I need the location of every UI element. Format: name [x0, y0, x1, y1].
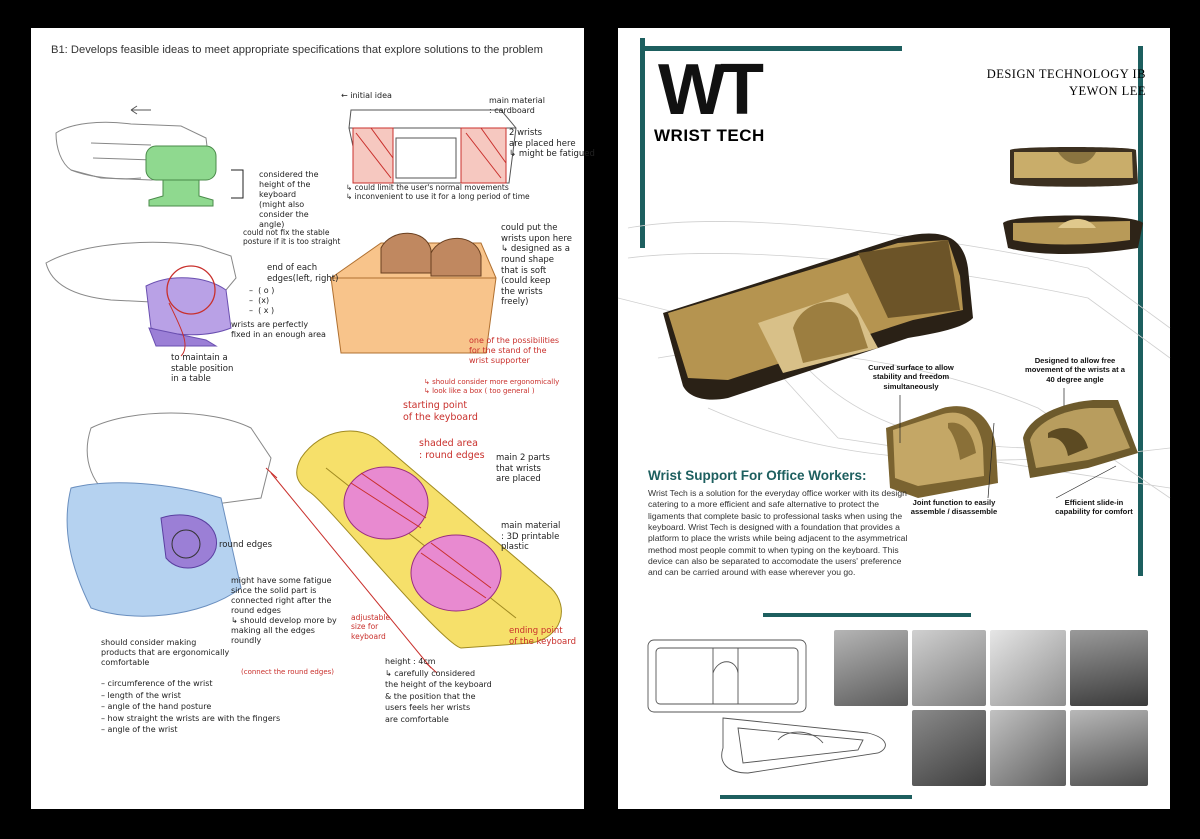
note-list: – circumference of the wrist – length of…: [101, 679, 281, 735]
yellow-support-sketch: [265, 430, 562, 674]
note-could-limit: ↳ could limit the user's normal movement…: [346, 183, 530, 202]
note-two-wrists: 2 wrists are placed here ↳ might be fati…: [509, 128, 595, 160]
photo-prototype-3: [990, 630, 1066, 706]
orange-stand-sketch: [330, 232, 497, 354]
annotation-lines: [899, 388, 1117, 499]
line-drawing-top-view: [647, 639, 807, 713]
presentation-graphics: [617, 38, 1171, 799]
accent-bar-vertical-left: [640, 38, 645, 248]
note-height: height : 4cm ↳ carefully considered the …: [385, 657, 492, 724]
photo-hands-typing-2: [1070, 710, 1148, 786]
note-considered-height: considered the height of the keyboard (m…: [259, 170, 319, 229]
joint-piece-left: [886, 406, 998, 498]
product-view-top: [1010, 147, 1138, 187]
photo-prototype-2: [912, 630, 986, 706]
label-designed: Designed to allow free movement of the w…: [1024, 356, 1125, 384]
note-initial-idea: ← initial idea: [341, 91, 392, 100]
brand-name: WRIST TECH: [654, 126, 765, 145]
note-connect-round-edges: (connect the round edges): [241, 668, 334, 676]
course-author: DESIGN TECHNOLOGY IB YEWON LEE: [987, 66, 1146, 100]
label-curved: Curved surface to allow stability and fr…: [868, 363, 954, 391]
course-title: DESIGN TECHNOLOGY IB: [986, 67, 1146, 81]
note-to-maintain: to maintain a stable position in a table: [171, 353, 234, 385]
note-wrists-perfectly: wrists are perfectly fixed in an enough …: [231, 320, 326, 339]
label-joint: Joint function to easily assemble / disa…: [910, 498, 998, 517]
photo-hands-typing-1: [1070, 630, 1148, 706]
note-should-consider-ergonomically: ↳ should consider more ergonomically ↳ l…: [424, 378, 560, 395]
accent-bar-vertical-right: [1138, 46, 1143, 576]
note-main-material-3d: main material : 3D printable plastic: [501, 521, 561, 553]
photo-prototype-1: [834, 630, 908, 706]
cardboard-box-sketch: [348, 109, 517, 184]
note-main-two-parts: main 2 parts that wrists are placed: [496, 453, 550, 485]
sketch-page: B1: Develops feasible ideas to meet appr…: [31, 28, 595, 809]
note-adjustable-size: adjustable size for keyboard: [351, 613, 391, 641]
author-name: YEWON LEE: [1068, 83, 1146, 98]
accent-bar-top: [640, 46, 902, 51]
green-stand-sketch: [145, 145, 244, 207]
note-round-edges: round edges: [219, 540, 273, 550]
main-product-render: [663, 233, 973, 400]
note-end-of-each: end of each edges(left, right): [267, 263, 339, 284]
section-title: Wrist Support For Office Workers:: [648, 468, 867, 483]
description: Wrist Tech is a solution for the everyda…: [648, 488, 908, 578]
note-ending-point: ending point of the keyboard: [509, 626, 576, 647]
accent-bar-bottom: [720, 795, 912, 799]
joint-piece-right: [1023, 400, 1138, 478]
photo-prototype-5: [990, 710, 1066, 786]
label-slide: Efficient slide-in capability for comfor…: [1055, 498, 1133, 517]
note-could-not-fix: could not fix the stable posture if it i…: [243, 228, 341, 247]
note-could-put: could put the wrists upon here ↳ designe…: [501, 223, 572, 308]
note-shaded-area: shaded area : round edges: [419, 438, 485, 461]
note-main-material-cardboard: main material : cardboard: [489, 96, 545, 115]
note-starting-point: starting point of the keyboard: [403, 400, 478, 423]
presentation-page: WT WRIST TECH DESIGN TECHNOLOGY IB YEWON…: [617, 28, 1171, 809]
note-might-fatigue: might have some fatigue since the solid …: [231, 576, 337, 645]
criterion-header: B1: Develops feasible ideas to meet appr…: [51, 44, 543, 56]
accent-bar-mid: [763, 613, 971, 617]
note-should-consider-products: should consider making products that are…: [101, 638, 230, 667]
line-drawing-iso-view: [721, 717, 886, 774]
hand-sketch-2: [45, 241, 237, 357]
sketch-drawings: [45, 105, 562, 674]
note-symbols: – ( o ) – (x) – ( x ): [249, 286, 275, 315]
product-view-side: [1003, 215, 1143, 254]
photo-prototype-4: [912, 710, 986, 786]
hand-sketch-3: [66, 412, 272, 617]
logo-mark: WT: [658, 50, 764, 130]
note-one-of-possibilities: one of the possibilities for the stand o…: [469, 336, 560, 365]
